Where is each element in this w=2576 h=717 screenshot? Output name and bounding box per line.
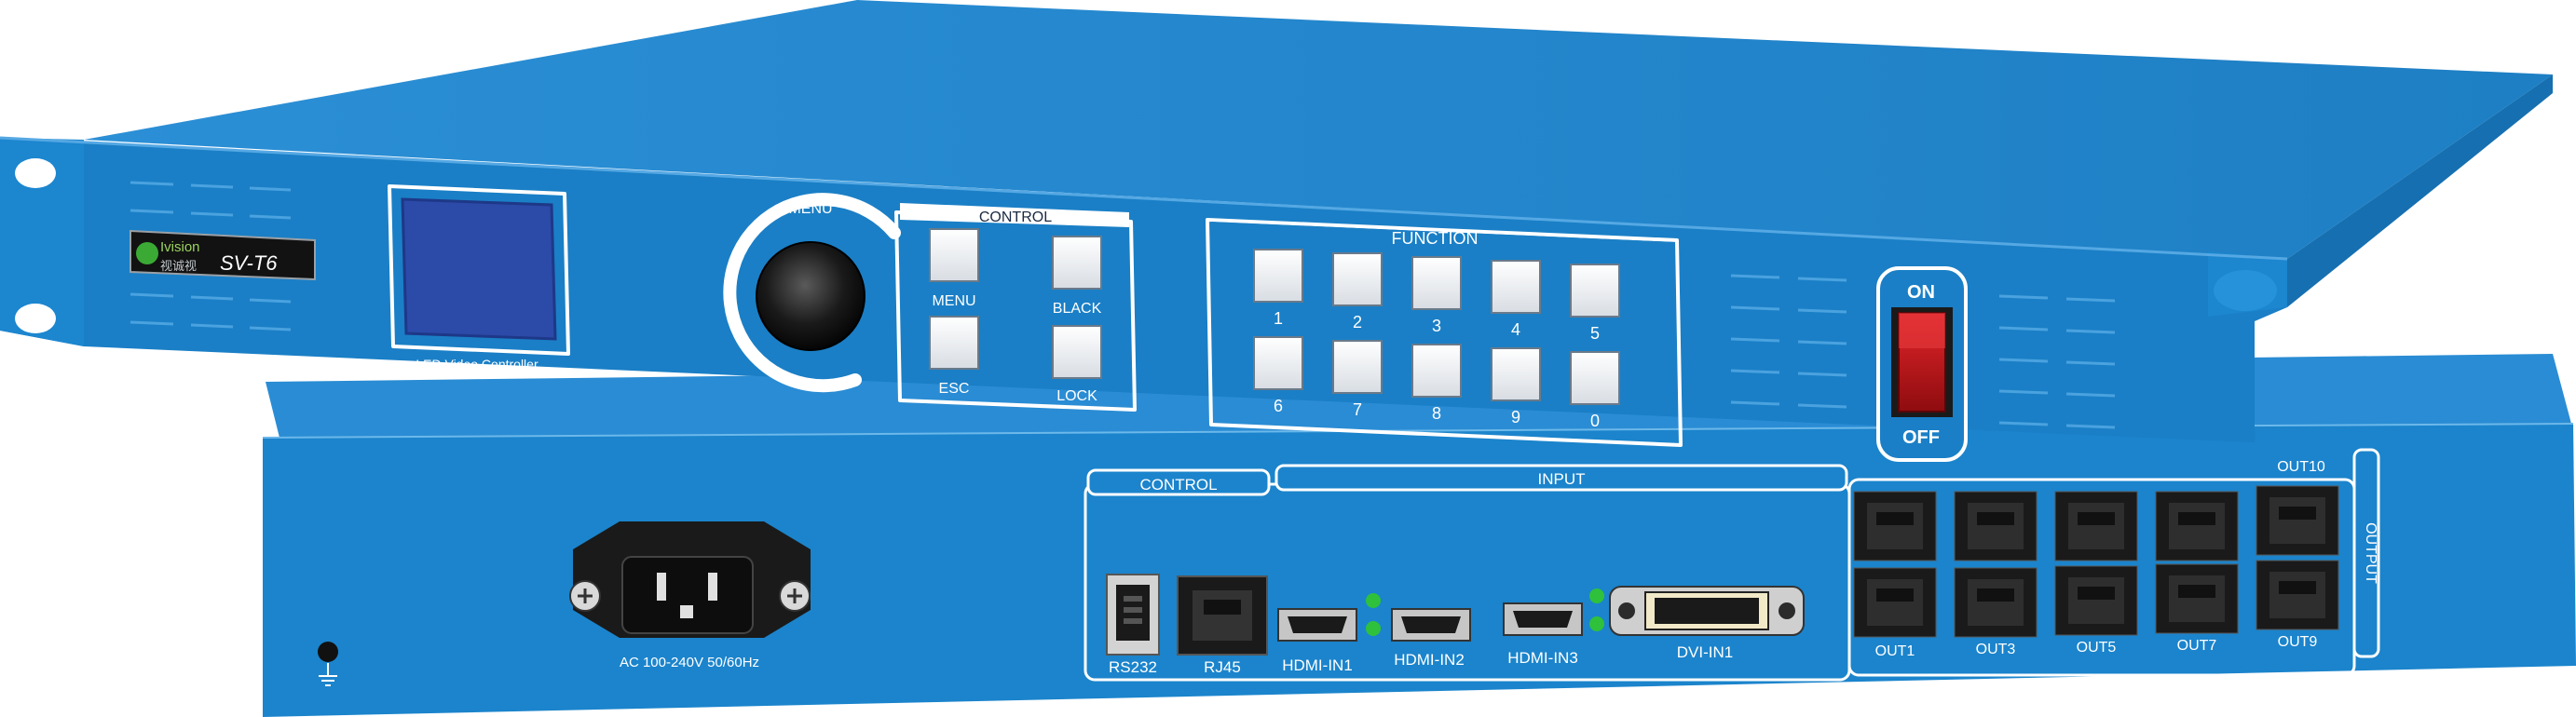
output-port	[1853, 491, 1937, 561]
rack-hole	[15, 304, 56, 333]
output-port	[2054, 491, 2138, 561]
output-port	[2256, 560, 2339, 630]
hdmi-in3-port	[1503, 602, 1583, 636]
black-button[interactable]	[1052, 236, 1102, 290]
output-port	[1853, 567, 1937, 638]
control-group: CONTROL	[894, 203, 1137, 412]
dvi-in1-label: DVI-IN1	[1677, 643, 1733, 661]
lock-button-label: LOCK	[1056, 388, 1097, 404]
rear-io-panel: CONTROL INPUT RS232 RJ45 HDMI-IN1	[1084, 464, 1851, 682]
function-key-label: 7	[1353, 400, 1362, 419]
dvi-in1-port	[1609, 586, 1805, 636]
rear-output-panel: OUTPUT OUT10 OUT1 OUT3 OUT5 OUT7 OUT9	[1847, 448, 2380, 677]
function-key-0[interactable]	[1570, 351, 1620, 405]
status-led	[1589, 588, 1604, 603]
function-key-label: 0	[1590, 412, 1600, 430]
hdmi-in2-label: HDMI-IN2	[1394, 651, 1465, 669]
brand-badge: Ivision 视诚视 SV-T6	[129, 229, 316, 281]
brand-chinese: 视诚视	[160, 260, 197, 274]
function-title: FUNCTION	[1392, 229, 1479, 248]
output-port	[1954, 491, 2038, 561]
rack-hole	[15, 158, 56, 188]
function-key-label: 8	[1432, 404, 1441, 423]
function-key-9[interactable]	[1491, 347, 1541, 401]
menu-button[interactable]	[929, 228, 979, 282]
function-key-3[interactable]	[1411, 256, 1462, 310]
power-on-label: ON	[1907, 282, 1935, 303]
out1-label: OUT1	[1875, 643, 1915, 659]
rear-input-title: INPUT	[1538, 470, 1586, 488]
brand-logo: Ivision	[160, 239, 200, 255]
function-key-label: 6	[1274, 397, 1283, 415]
function-key-label: 3	[1432, 317, 1441, 335]
power-inlet	[569, 521, 811, 638]
function-key-label: 4	[1511, 320, 1520, 339]
menu-button-label: MENU	[932, 293, 975, 309]
out10-label: OUT10	[2277, 459, 2325, 475]
rs232-label: RS232	[1109, 658, 1157, 676]
power-inlet-label: AC 100-240V 50/60Hz	[620, 655, 759, 670]
esc-button-label: ESC	[939, 381, 970, 397]
function-key-2[interactable]	[1332, 252, 1383, 306]
function-key-6[interactable]	[1253, 336, 1303, 390]
vent-slots	[129, 181, 292, 331]
lcd-caption: LED Video Controller	[416, 357, 538, 372]
esc-button[interactable]	[929, 316, 979, 370]
logo-icon	[136, 242, 158, 264]
power-off-label: OFF	[1902, 427, 1940, 448]
status-led	[1366, 593, 1381, 608]
output-port	[2256, 485, 2339, 556]
output-port	[1954, 567, 2038, 638]
model-name: SV-T6	[220, 251, 278, 275]
rotary-knob-icon[interactable]	[756, 241, 865, 351]
front-unit: Ivision 视诚视 SV-T6 LED Video Controller M…	[0, 0, 2553, 462]
hdmi-in2-port	[1391, 608, 1471, 642]
function-key-label: 1	[1274, 309, 1283, 328]
rear-unit: AC 100-240V 50/60Hz CONTROL INPUT RS232	[262, 354, 2576, 717]
function-key-5[interactable]	[1570, 264, 1620, 318]
status-led	[1589, 616, 1604, 631]
out5-label: OUT5	[2077, 640, 2117, 656]
knob-label: MENU	[788, 201, 832, 217]
function-key-1[interactable]	[1253, 249, 1303, 303]
lock-button[interactable]	[1052, 325, 1102, 379]
menu-knob[interactable]	[723, 193, 901, 393]
hdmi-in3-label: HDMI-IN3	[1507, 649, 1578, 667]
function-key-label: 5	[1590, 324, 1600, 343]
power-switch[interactable]	[1876, 266, 1968, 462]
control-title: CONTROL	[979, 210, 1052, 225]
output-port	[2155, 491, 2239, 561]
rj45-label: RJ45	[1204, 658, 1241, 676]
out7-label: OUT7	[2177, 638, 2217, 654]
function-key-label: 2	[1353, 313, 1362, 331]
hdmi-in1-label: HDMI-IN1	[1282, 656, 1353, 674]
vent-slots	[1730, 274, 2116, 429]
black-button-label: BLACK	[1053, 301, 1102, 317]
function-key-7[interactable]	[1332, 340, 1383, 394]
status-led	[1366, 621, 1381, 636]
function-key-label: 9	[1511, 408, 1520, 426]
function-key-8[interactable]	[1411, 344, 1462, 398]
rear-control-title: CONTROL	[1139, 476, 1217, 494]
output-port	[2054, 565, 2138, 636]
output-port	[2155, 563, 2239, 634]
ground-icon	[318, 642, 338, 686]
function-keys: 1 2 3 4 5 6 7 8 9 0	[1253, 249, 1620, 430]
output-title: OUTPUT	[2363, 522, 2378, 584]
lcd-screen	[388, 184, 570, 356]
function-group: FUNCTION	[1206, 218, 1683, 447]
hdmi-in1-port	[1277, 608, 1357, 642]
function-key-4[interactable]	[1491, 260, 1541, 314]
out3-label: OUT3	[1976, 642, 2016, 657]
out9-label: OUT9	[2278, 634, 2318, 650]
